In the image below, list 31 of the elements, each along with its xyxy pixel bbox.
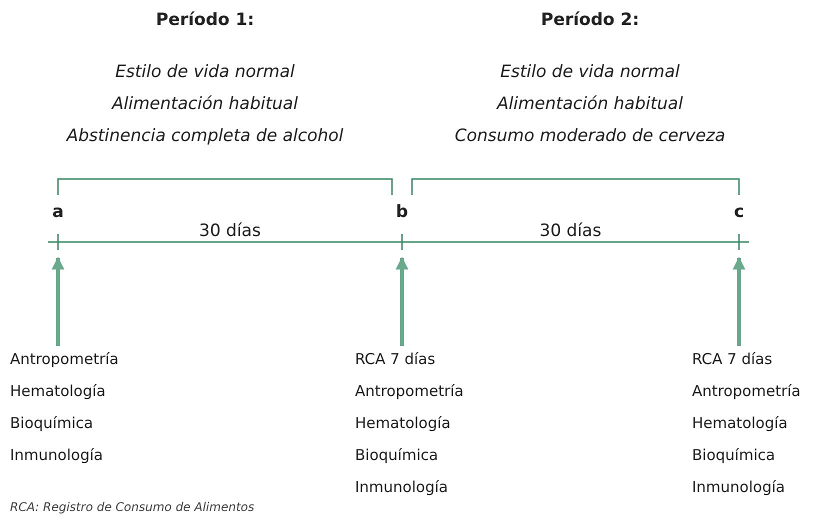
measurement-item: Hematología xyxy=(355,414,451,432)
measurement-item: Bioquímica xyxy=(10,414,94,432)
measurement-item: Hematología xyxy=(692,414,788,432)
measurement-item: Inmunología xyxy=(355,478,448,496)
arrow xyxy=(396,256,408,346)
measurement-item: RCA 7 días xyxy=(692,350,772,368)
measurement-item: Bioquímica xyxy=(355,446,438,464)
measurement-item: RCA 7 días xyxy=(355,350,436,368)
period-condition: Consumo moderado de cerveza xyxy=(454,126,726,146)
period-condition: Estilo de vida normal xyxy=(114,62,296,82)
measurement-item: Antropometría xyxy=(355,382,464,400)
measurement-item: Bioquímica xyxy=(692,446,776,464)
measurement-item: Antropometría xyxy=(692,382,801,400)
measurement-item: Inmunología xyxy=(10,446,103,464)
arrow xyxy=(52,256,64,346)
measurement-item: Antropometría xyxy=(10,350,119,368)
period-condition: Abstinencia completa de alcohol xyxy=(64,126,344,146)
arrow xyxy=(732,256,746,346)
point-letter: b xyxy=(394,202,410,222)
timeline-segment xyxy=(412,241,729,243)
period-heading: Período 1: xyxy=(154,10,256,30)
period-condition: Estilo de vida normal xyxy=(499,62,681,82)
point-letter: a xyxy=(51,202,65,222)
footnote: RCA: Registro de Consumo de Alimentos xyxy=(10,500,254,514)
period-condition: Alimentación habitual xyxy=(110,94,299,114)
measurement-item: Hematología xyxy=(10,382,106,400)
timeline-segment xyxy=(68,241,392,243)
measurement-item: Inmunología xyxy=(692,478,785,496)
point-letter: c xyxy=(732,202,746,222)
period-condition: Alimentación habitual xyxy=(495,94,684,114)
period-heading: Período 2: xyxy=(540,10,640,30)
